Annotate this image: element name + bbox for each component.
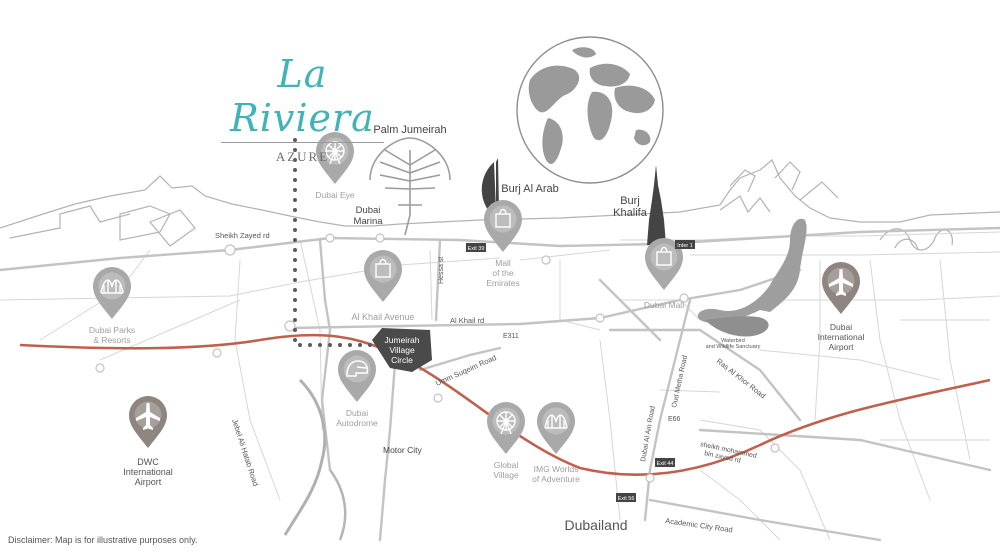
brand-logo: La Riviera AZURE bbox=[215, 52, 390, 165]
jvc-label-2: Village bbox=[389, 345, 415, 355]
burj-al-arab-icon bbox=[481, 158, 499, 210]
project-location-dotted-line bbox=[293, 138, 392, 347]
pin-dubai-parks-label-1: Dubai Parks bbox=[89, 325, 135, 335]
road-labels: Sheikh Zayed rd Dubai Marina Hessa st Al… bbox=[215, 205, 767, 534]
ras-al-khor-road bbox=[698, 328, 802, 422]
burj-khalifa-icon bbox=[647, 165, 666, 245]
pin-global-village-label-1: Global bbox=[494, 460, 519, 470]
roller-coaster-icon bbox=[100, 279, 124, 294]
pin-dubai-eye-label: Dubai Eye bbox=[315, 190, 354, 200]
airplane-icon bbox=[829, 269, 853, 296]
pin-mall-emirates-label-3: Emirates bbox=[486, 278, 520, 288]
pin-mall-emirates-label-2: of the bbox=[492, 268, 514, 278]
brand-subtitle: AZURE bbox=[275, 149, 330, 164]
pin-mall-emirates[interactable] bbox=[484, 200, 522, 252]
e66-label: E66 bbox=[668, 416, 681, 423]
dubai-marina-label-1: Dubai bbox=[356, 205, 381, 216]
dubailand-label: Dubailand bbox=[564, 517, 627, 533]
airplane-icon bbox=[136, 403, 160, 430]
pin-al-khail[interactable] bbox=[364, 250, 402, 302]
exit-1-label: Inter 1 bbox=[677, 243, 693, 249]
disclaimer-text: Disclaimer: Map is for illustrative purp… bbox=[8, 535, 198, 545]
pin-img-worlds-label-1: IMG Worlds bbox=[534, 464, 579, 474]
pin-dubai-airport-label-2: International bbox=[818, 332, 865, 342]
pin-autodrome-label-1: Dubai bbox=[346, 408, 368, 418]
dubai-marina-label-2: Marina bbox=[353, 216, 383, 227]
pin-dwc-airport[interactable] bbox=[129, 396, 167, 448]
dubai-al-ain-road bbox=[643, 298, 692, 522]
sheikh-zayed-label: Sheikh Zayed rd bbox=[215, 231, 270, 240]
umm-suqeim-road bbox=[418, 346, 502, 372]
motor-city-label: Motor City bbox=[383, 445, 422, 455]
brand-divider bbox=[221, 142, 384, 143]
pin-dubai-airport[interactable] bbox=[822, 262, 860, 314]
shopping-bag-icon bbox=[495, 208, 511, 228]
brand-title: La Riviera bbox=[230, 52, 375, 140]
palm-jumeirah-label: Palm Jumeirah bbox=[373, 124, 446, 136]
pin-dubai-parks[interactable] bbox=[93, 267, 131, 319]
jvc-area: Jumeirah Village Circle bbox=[372, 328, 432, 372]
exit-56-label: Exit 56 bbox=[618, 496, 635, 502]
pin-dubai-airport-label-3: Airport bbox=[828, 342, 854, 352]
ferris-wheel-icon bbox=[496, 411, 516, 435]
academic-city-label: Academic City Road bbox=[665, 516, 734, 534]
pin-dwc-airport-label-1: DWC bbox=[137, 457, 159, 467]
pin-autodrome[interactable] bbox=[338, 350, 376, 402]
ferris-wheel-icon bbox=[325, 141, 345, 165]
exit-44-label: Exit 44 bbox=[657, 461, 674, 467]
race-helmet-icon bbox=[346, 360, 369, 377]
burj-khalifa-label-1: Burj bbox=[620, 195, 640, 207]
e311-label: E311 bbox=[503, 333, 519, 340]
pin-global-village[interactable] bbox=[487, 402, 525, 454]
pin-autodrome-label-2: Autodrome bbox=[336, 418, 378, 428]
waterbird-label-1: Waterbird bbox=[721, 338, 745, 344]
roller-coaster-icon bbox=[544, 414, 568, 429]
pin-dubai-airport-label-1: Dubai bbox=[830, 322, 852, 332]
pin-global-village-label-2: Village bbox=[493, 470, 519, 480]
al-khail-label: Al Khail rd bbox=[450, 316, 484, 325]
ras-al-khor-label: Ras Al Khor Road bbox=[715, 356, 768, 400]
pin-dubai-eye[interactable] bbox=[316, 132, 354, 184]
pin-img-worlds[interactable] bbox=[537, 402, 575, 454]
exit-badges: Exit 39 Inter 1 Exit 44 Exit 56 bbox=[466, 240, 695, 502]
waterbird-label-2: and Wildlife Sanctuary bbox=[706, 344, 761, 350]
hessa-label: Hessa st bbox=[438, 257, 445, 284]
palm-jumeirah bbox=[369, 137, 451, 236]
exit-39-label: Exit 39 bbox=[468, 246, 485, 252]
world-globe-icon bbox=[516, 36, 664, 184]
pin-al-khail-label: Al Khail Avenue bbox=[352, 312, 415, 322]
shopping-bag-icon bbox=[375, 258, 391, 278]
burj-khalifa-label-2: Khalifa bbox=[613, 207, 648, 219]
pin-dwc-airport-label-2: International bbox=[123, 467, 173, 477]
pin-dubai-mall-label: Dubai Mall bbox=[644, 300, 684, 310]
jebel-ali-label: Jebel Ali Hatab Road bbox=[230, 418, 260, 487]
pin-dubai-parks-label-2: & Resorts bbox=[93, 335, 130, 345]
shopping-bag-icon bbox=[656, 246, 672, 266]
pin-dubai-mall[interactable] bbox=[645, 238, 683, 290]
pin-img-worlds-label-2: of Adventure bbox=[532, 474, 580, 484]
pin-dwc-airport-label-3: Airport bbox=[135, 477, 162, 487]
pin-mall-emirates-label-1: Mall bbox=[495, 258, 511, 268]
umm-suqeim-label: Umm Suqeim Road bbox=[434, 353, 497, 388]
burj-al-arab-label: Burj Al Arab bbox=[501, 183, 558, 195]
jvc-label-3: Circle bbox=[391, 355, 413, 365]
dubai-creek bbox=[283, 218, 807, 541]
jvc-label-1: Jumeirah bbox=[385, 335, 420, 345]
interchanges bbox=[95, 233, 780, 483]
